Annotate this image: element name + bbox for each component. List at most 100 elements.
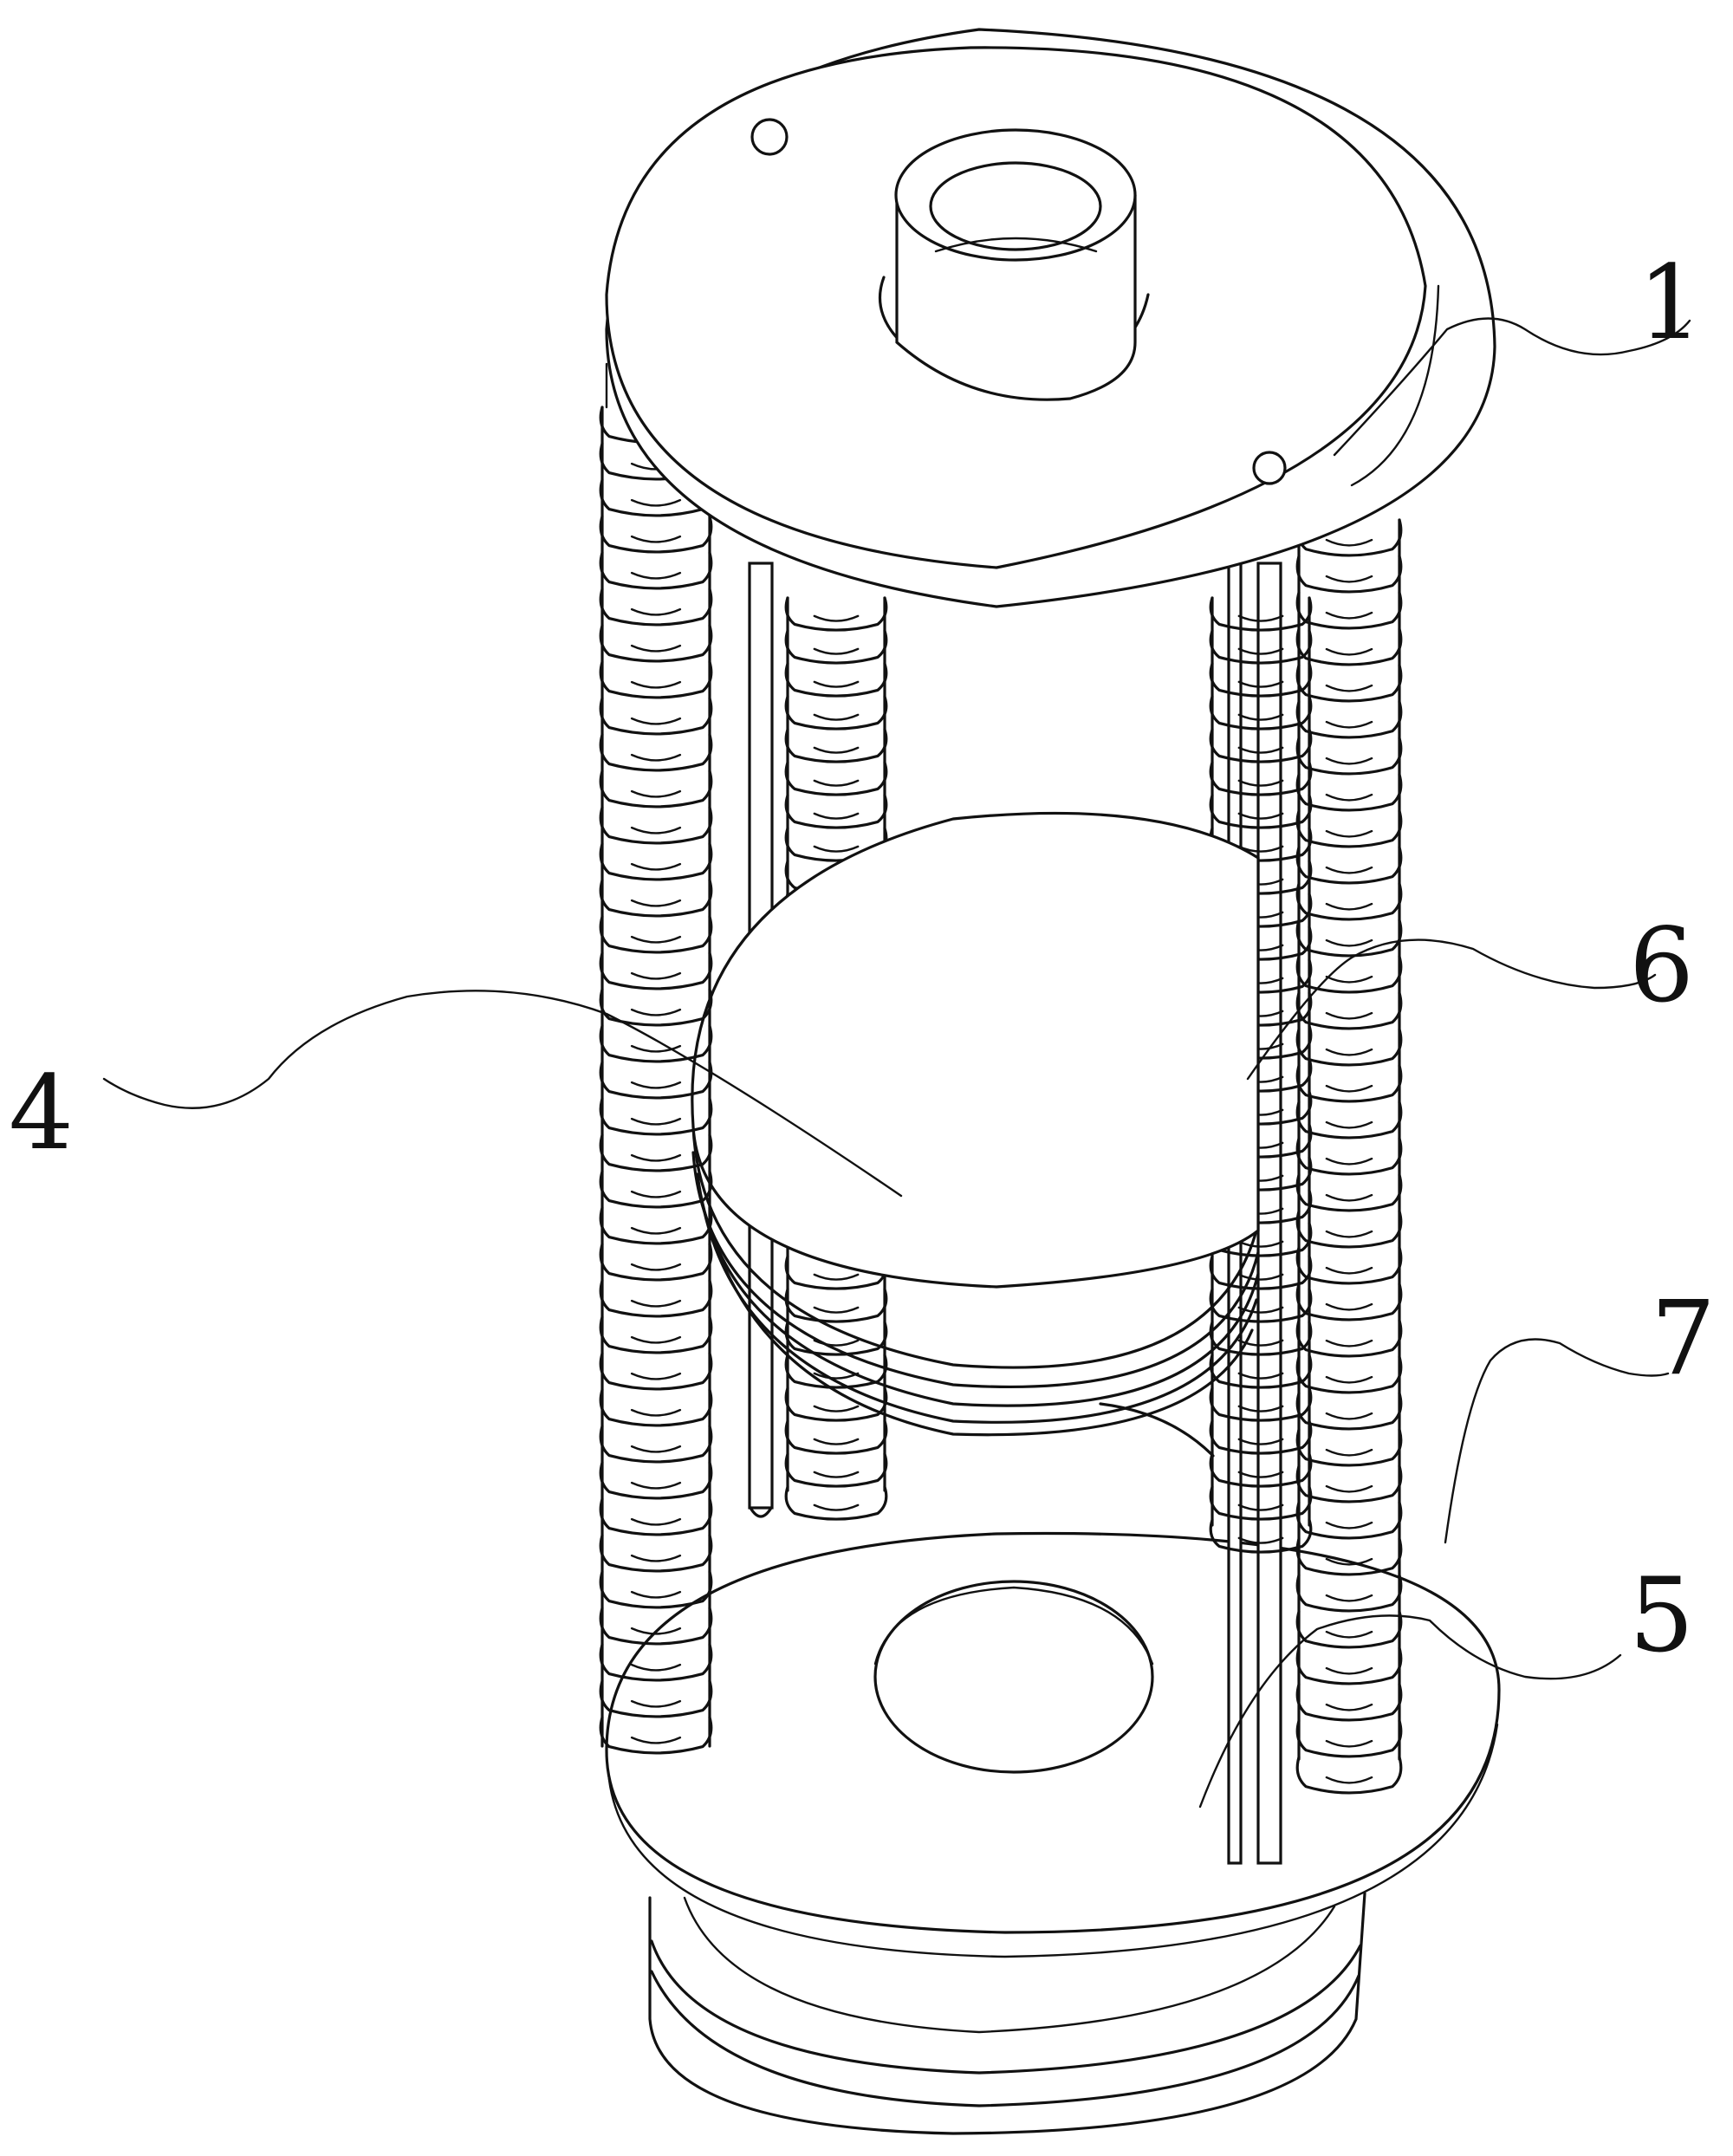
leader-5 — [1198, 1614, 1622, 1809]
spring-coil-inner — [630, 535, 682, 543]
spring-coil — [1209, 794, 1313, 829]
spring-coil — [784, 1485, 888, 1521]
spring-coil-inner — [813, 1405, 860, 1412]
leader-lines — [102, 317, 1691, 1809]
spring-coil — [1295, 1719, 1403, 1758]
spring-coil — [1295, 1137, 1403, 1176]
top-center-boss — [878, 128, 1150, 401]
spring-coil — [784, 1419, 888, 1455]
spring-coil-inner — [813, 1306, 860, 1314]
spring-coil — [784, 629, 888, 665]
spring-coil — [1295, 1355, 1403, 1394]
spring-coil-inner — [813, 1503, 860, 1511]
spring-coil — [1295, 809, 1403, 848]
spring-coil-inner — [1325, 1557, 1373, 1566]
spring-coil — [1209, 761, 1313, 796]
spring-coil-inner — [1237, 713, 1284, 721]
spring-coil-inner — [630, 680, 682, 689]
spring-coil — [599, 1097, 713, 1136]
spring-coil — [599, 624, 713, 663]
spring-coil-inner — [630, 1445, 682, 1453]
spring-coil — [1209, 1485, 1313, 1521]
spring-coil — [784, 695, 888, 731]
spring-coil — [1295, 1283, 1403, 1322]
spring-coil — [599, 551, 713, 590]
spring-coil-inner — [1237, 1372, 1284, 1380]
spring-coil — [1295, 1501, 1403, 1540]
spring-coil — [1209, 1452, 1313, 1488]
spring-coil-inner — [1325, 1703, 1373, 1711]
spring-coil-inner — [630, 1408, 682, 1417]
spring-coil-inner — [1325, 1375, 1373, 1384]
spring-coil-inner — [1237, 746, 1284, 754]
spring-coil — [1295, 1392, 1403, 1431]
spring-coil — [1209, 629, 1313, 665]
spring-coil — [784, 1354, 888, 1389]
spring-coil — [1295, 991, 1403, 1030]
callout-labels: 1 6 4 7 5 — [9, 243, 1716, 1675]
spring-coil — [1295, 1028, 1403, 1067]
spring-coil — [1295, 1464, 1403, 1503]
spring-coil-inner — [1325, 1157, 1373, 1166]
spring-coil-inner — [1237, 1536, 1284, 1544]
spring-coil — [1209, 1255, 1313, 1290]
spring-coil-inner — [1237, 812, 1284, 820]
spring-coil-inner — [1325, 538, 1373, 547]
spring-coil — [784, 1452, 888, 1488]
spring-coil — [1295, 700, 1403, 739]
spring-coil-inner — [1325, 1412, 1373, 1420]
spring-coil-inner — [813, 779, 860, 787]
spring-coil-inner — [630, 935, 682, 944]
spring-coil — [1295, 1428, 1403, 1467]
spring-coil — [1295, 627, 1403, 666]
spring-coil — [784, 1321, 888, 1356]
spring-coil-inner — [630, 1699, 682, 1708]
spring-coil-inner — [1237, 1240, 1284, 1248]
spring-coil — [599, 1243, 713, 1282]
spring-coil — [599, 697, 713, 736]
spring-coil-inner — [1325, 757, 1373, 765]
spring-coil — [599, 951, 713, 990]
spring-coil-inner — [1325, 647, 1373, 656]
spring-coil-inner — [1325, 575, 1373, 583]
spring-coil — [599, 879, 713, 918]
spring-coil — [599, 1461, 713, 1500]
spring-coil — [1295, 919, 1403, 958]
spring-coil — [599, 770, 713, 808]
spring-coil — [599, 1279, 713, 1318]
callout-6: 6 — [1629, 906, 1694, 1025]
spring-coil — [1295, 1101, 1403, 1140]
spring-coil-inner — [630, 1663, 682, 1672]
spring-coil — [1295, 1210, 1403, 1249]
spring-coil-inner — [630, 498, 682, 507]
spring-coil-inner — [1325, 1339, 1373, 1348]
spring-coil-inner — [1325, 1484, 1373, 1493]
callout-7: 7 — [1651, 1278, 1716, 1398]
spring-coil-inner — [1237, 779, 1284, 787]
spring-coil — [599, 988, 713, 1027]
spring-coil — [1295, 882, 1403, 921]
spring-coil-inner — [630, 1372, 682, 1380]
spring-coil-inner — [1325, 684, 1373, 692]
spring-coil — [599, 1206, 713, 1245]
spring-coil — [1295, 1064, 1403, 1103]
spring-coil-inner — [813, 713, 860, 721]
leader-6 — [1246, 938, 1657, 1081]
spring-coil-inner — [1237, 1503, 1284, 1511]
spring-coil-inner — [630, 1554, 682, 1562]
spring-coil-inner — [813, 1471, 860, 1478]
spring-coil-inner — [1325, 1521, 1373, 1529]
spring-coil — [599, 1570, 713, 1609]
spring-coil — [1295, 737, 1403, 776]
spring-coil — [1295, 664, 1403, 703]
spring-coil — [1209, 1518, 1313, 1554]
spring-coil-inner — [630, 1736, 682, 1744]
spring-coil — [599, 733, 713, 772]
spring-coil — [1295, 1646, 1403, 1685]
spring-coil-inner — [1325, 902, 1373, 911]
spring-coil — [599, 1497, 713, 1536]
top-plate-bolt-hole — [750, 118, 789, 156]
spring-coil — [599, 1425, 713, 1464]
spring-coil-inner — [1325, 1448, 1373, 1457]
